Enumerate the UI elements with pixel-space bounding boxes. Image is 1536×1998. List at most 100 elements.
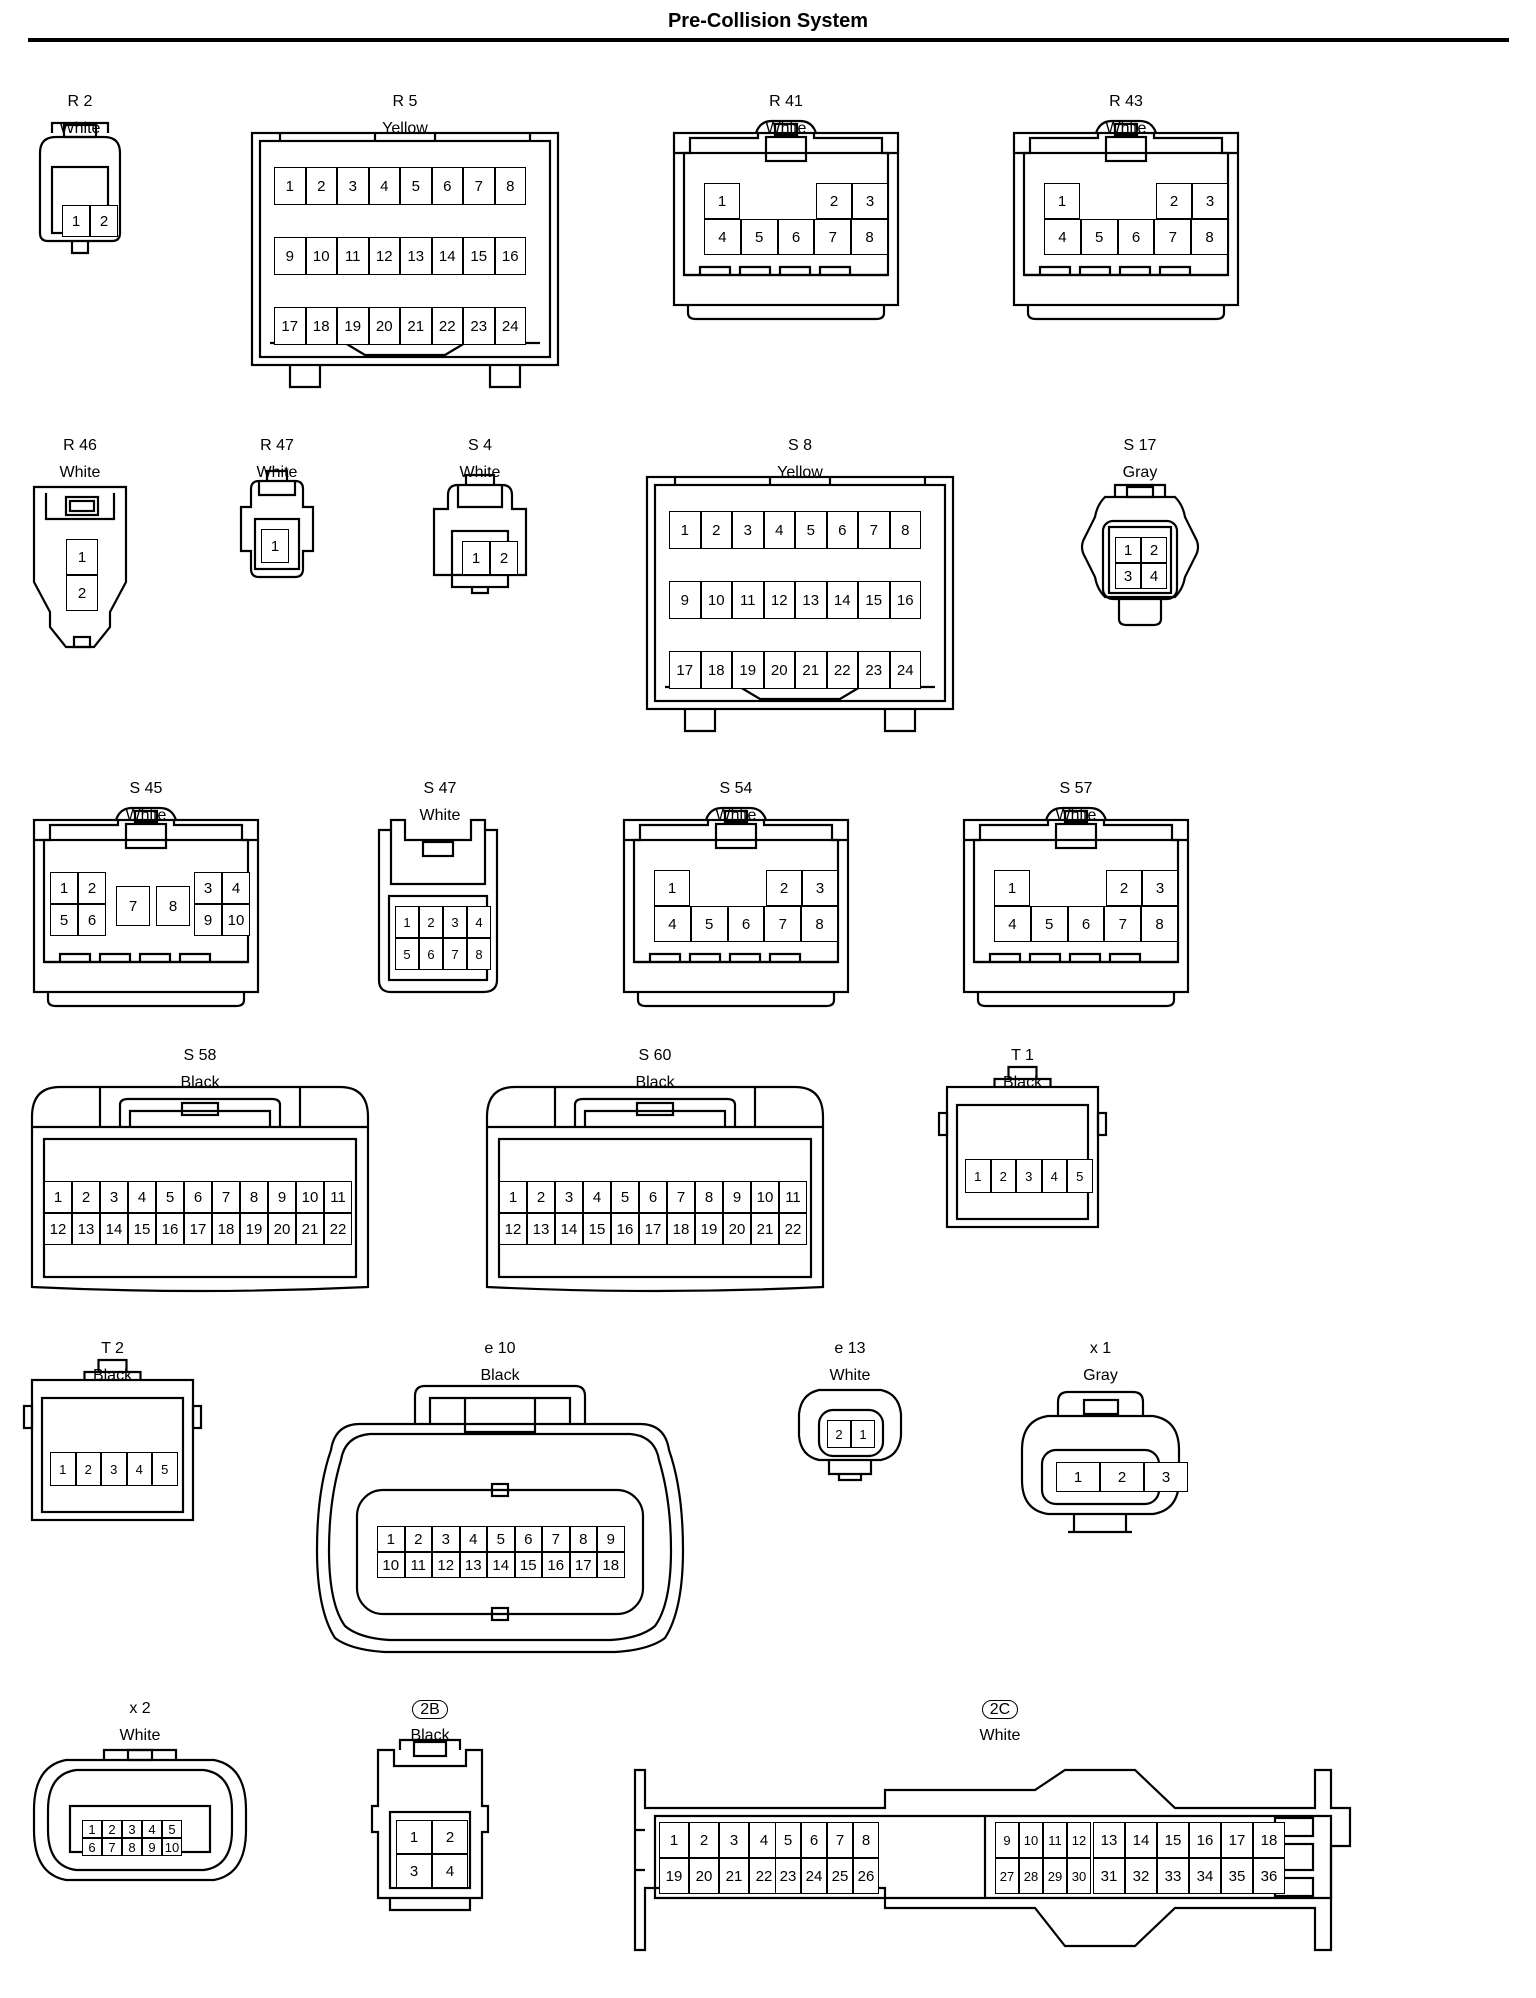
pin-cell: 24 <box>801 1858 827 1894</box>
pin-cell: 8 <box>851 219 888 255</box>
pin-cell: 14 <box>555 1213 583 1245</box>
pin-cell: 21 <box>795 651 827 689</box>
pin-cell: 10 <box>751 1181 779 1213</box>
pin-cell: 7 <box>463 167 495 205</box>
pin-cell: 2 <box>72 1181 100 1213</box>
connector-id-label: T 2 <box>101 1340 124 1357</box>
pin-cell: 4 <box>126 1452 152 1486</box>
connector-outline <box>962 806 1190 1008</box>
pin-cell: 9 <box>194 904 222 936</box>
pin-cell: 6 <box>727 906 765 942</box>
pin-cell: 1 <box>62 205 90 237</box>
pin-cell: 18 <box>212 1213 240 1245</box>
connector-id-label: R 5 <box>392 93 418 110</box>
pin-cell: 6 <box>1067 906 1105 942</box>
pin-cell: 2 <box>419 906 443 938</box>
connector-id-label: S 60 <box>638 1047 672 1064</box>
connector-id-label: S 58 <box>183 1047 217 1064</box>
pin-cell: 7 <box>814 219 852 255</box>
pin-cell: 26 <box>853 1858 879 1894</box>
connector-id-label: R 47 <box>260 437 294 454</box>
pin-cell: 6 <box>514 1526 542 1552</box>
pin-cell: 7 <box>827 1822 853 1858</box>
pin-cell: 7 <box>1154 219 1192 255</box>
pin-cell: 4 <box>654 906 691 942</box>
pin-cell: 9 <box>142 1838 162 1856</box>
pin-cell: 3 <box>719 1822 749 1858</box>
pin-cell: 4 <box>1141 563 1167 589</box>
pin-cell: 4 <box>583 1181 611 1213</box>
pin-cell: 15 <box>858 581 890 619</box>
pin-cell: 4 <box>749 1822 779 1858</box>
pin-cell: 2 <box>527 1181 555 1213</box>
connector-outline <box>1080 483 1200 627</box>
connector-id-text: 2B <box>412 1700 448 1719</box>
pin-cell: 5 <box>400 167 432 205</box>
pin-cell: 17 <box>639 1213 667 1245</box>
pin-cell: 7 <box>764 906 802 942</box>
pin-cell: 12 <box>44 1213 72 1245</box>
pin-cell: 23 <box>775 1858 801 1894</box>
pin-cell: 5 <box>156 1181 184 1213</box>
connector-id-label: x 2 <box>129 1700 151 1717</box>
pin-cell: 1 <box>851 1420 875 1448</box>
pin-cell: 3 <box>1144 1462 1188 1492</box>
connector-id-label: R 46 <box>63 437 97 454</box>
pin-cell: 3 <box>396 1854 432 1888</box>
pin-cell: 4 <box>994 906 1031 942</box>
pin-cell: 1 <box>654 870 690 906</box>
pin-cell: 17 <box>184 1213 212 1245</box>
pin-cell: 5 <box>611 1181 639 1213</box>
pin-cell: 3 <box>1115 563 1141 589</box>
pin-cell: 5 <box>152 1452 178 1486</box>
pin-cell: 7 <box>858 511 890 549</box>
connector-id-text: 2C <box>981 1700 1019 1719</box>
pin-cell: 2 <box>990 1159 1016 1193</box>
pin-cell: 19 <box>240 1213 268 1245</box>
pin-cell: 8 <box>569 1526 597 1552</box>
pin-cell: 19 <box>337 307 369 345</box>
pin-cell: 15 <box>514 1552 542 1578</box>
connector-id-label: T 1 <box>1011 1047 1034 1064</box>
pin-cell: 20 <box>689 1858 719 1894</box>
pin-cell: 1 <box>274 167 306 205</box>
pin-cell: 13 <box>459 1552 487 1578</box>
pin-cell: 22 <box>749 1858 779 1894</box>
pin-cell: 35 <box>1221 1858 1253 1894</box>
pin-cell: 18 <box>597 1552 625 1578</box>
pin-cell: 11 <box>337 237 369 275</box>
pin-cell: 1 <box>965 1159 991 1193</box>
pin-cell: 16 <box>611 1213 639 1245</box>
pin-cell: 4 <box>704 219 741 255</box>
pin-cell: 1 <box>261 529 289 563</box>
page-title: Pre-Collision System <box>667 10 869 32</box>
pin-cell: 25 <box>827 1858 853 1894</box>
pin-cell: 5 <box>162 1820 182 1838</box>
connector-id-label: S 47 <box>423 780 457 797</box>
pin-cell: 12 <box>499 1213 527 1245</box>
pin-cell: 34 <box>1189 1858 1221 1894</box>
pin-cell: 11 <box>324 1181 352 1213</box>
connector-id-label: R 2 <box>67 93 93 110</box>
pin-cell: 2 <box>78 872 106 904</box>
pin-cell: 3 <box>100 1181 128 1213</box>
pin-cell: 7 <box>116 886 150 926</box>
pin-cell: 2 <box>700 511 732 549</box>
pin-cell: 20 <box>723 1213 751 1245</box>
pin-cell: 27 <box>995 1858 1019 1894</box>
pin-cell: 6 <box>801 1822 827 1858</box>
pin-cell: 6 <box>431 167 463 205</box>
pin-cell: 14 <box>100 1213 128 1245</box>
pin-cell: 7 <box>1104 906 1142 942</box>
pin-cell: 10 <box>1019 1822 1043 1858</box>
pin-cell: 10 <box>222 904 250 936</box>
pin-cell: 1 <box>44 1181 72 1213</box>
